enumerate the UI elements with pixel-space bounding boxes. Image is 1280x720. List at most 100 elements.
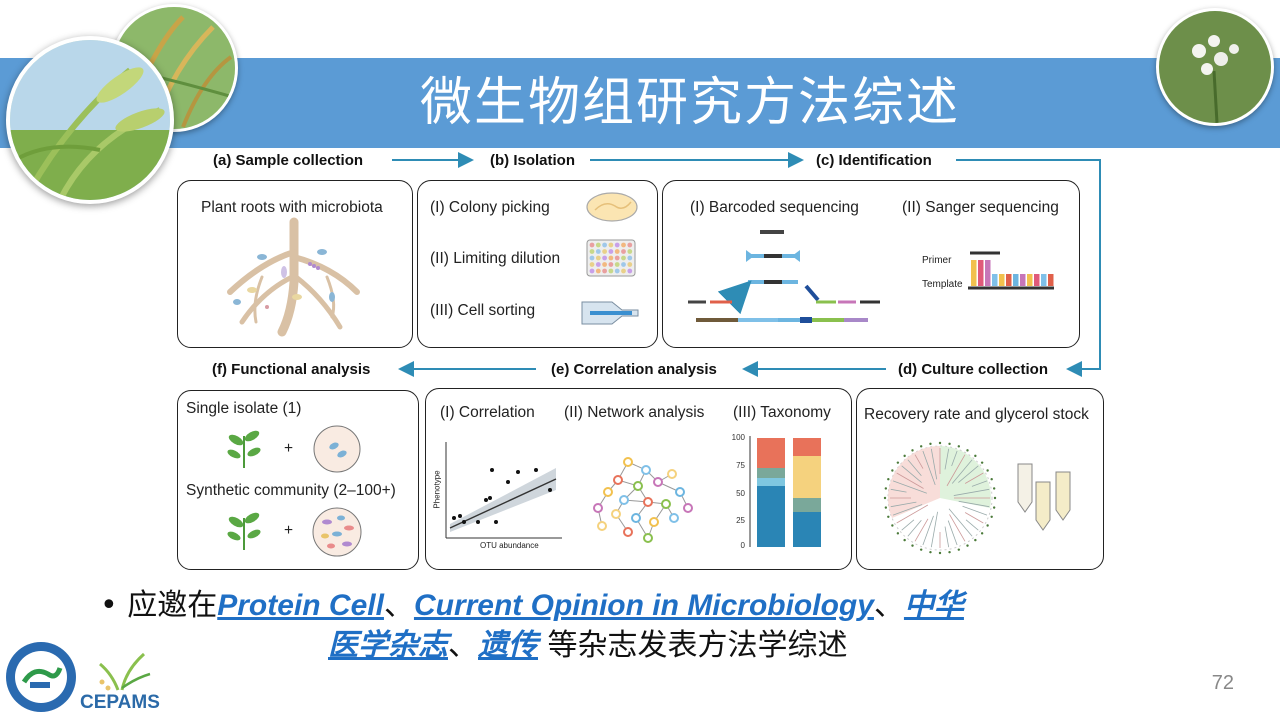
well <box>595 268 601 274</box>
tree-tip <box>980 461 984 464</box>
tick-0: 0 <box>740 541 745 550</box>
network-node <box>653 477 663 487</box>
tree-tip <box>887 515 890 519</box>
network-node <box>633 481 643 491</box>
tree-tip <box>980 532 984 535</box>
tree-tip <box>896 461 900 464</box>
sanger-sequencing-label: (II) Sanger sequencing <box>902 199 1059 216</box>
slide-title: 微生物组研究方法综述 <box>419 73 960 133</box>
synthetic-community-dish-icon <box>312 507 362 557</box>
journal-link-protein-cell[interactable]: Protein Cell <box>217 589 384 622</box>
bar1-seg4 <box>757 486 785 547</box>
journal-link-zhonghua-part2[interactable]: 医学杂志 <box>328 628 448 663</box>
tree-branch <box>930 448 938 480</box>
bar2-seg3 <box>793 498 821 512</box>
network-node <box>619 495 629 505</box>
sanger-sequencing-diagram <box>968 251 1054 290</box>
network-node <box>603 487 613 497</box>
tree-tip <box>986 469 989 472</box>
scatter-point <box>506 480 510 484</box>
sanger-bar <box>1041 274 1047 286</box>
sanger-bar <box>1048 274 1054 286</box>
well <box>621 268 626 274</box>
step-a-title: (a) Sample collection <box>213 152 364 169</box>
tree-tip <box>911 449 914 452</box>
tree-branch <box>965 519 979 531</box>
network-node <box>643 497 653 507</box>
plus-sign-2: + <box>284 522 294 539</box>
cell-sorter-icon <box>581 301 639 325</box>
well <box>602 242 607 248</box>
barcoded-sequencing-label: (I) Barcoded sequencing <box>690 199 859 216</box>
well <box>608 249 614 254</box>
tick-100: 100 <box>731 433 745 442</box>
single-isolate-dish-icon <box>313 425 361 473</box>
step-e-title: (e) Correlation analysis <box>551 361 717 378</box>
panel-sample-collection <box>177 180 413 348</box>
tree-branch <box>958 500 990 508</box>
network-node <box>623 457 633 467</box>
well <box>608 268 614 274</box>
well <box>614 242 620 248</box>
tree-tip <box>884 506 888 509</box>
sanger-bar <box>1020 274 1026 286</box>
tree-branch <box>944 526 950 548</box>
sanger-bar <box>1013 274 1019 286</box>
glycerol-stock-tubes-icon <box>1017 463 1071 531</box>
primer-label: Primer <box>922 255 952 266</box>
scatter-point <box>516 470 520 474</box>
tree-branch <box>907 519 922 537</box>
tree-tip <box>929 442 932 446</box>
tree-branch <box>962 505 988 516</box>
isolation-method-3: (III) Cell sorting <box>430 302 536 319</box>
isolation-method-1: (I) Colony picking <box>430 199 550 216</box>
bullet-mark: • <box>100 588 118 623</box>
network-node <box>631 513 641 523</box>
tree-tip <box>974 454 977 458</box>
isolation-method-2: (II) Limiting dilution <box>430 250 561 267</box>
network-node <box>661 499 671 509</box>
page-number: 72 <box>1211 672 1234 694</box>
flower-photo <box>1156 8 1274 126</box>
journal-link-current-opinion[interactable]: Current Opinion in Microbiology <box>413 589 874 622</box>
tree-branch <box>944 448 950 470</box>
taxonomy-label: (III) Taxonomy <box>733 404 831 421</box>
network-node <box>613 475 623 485</box>
network-node <box>611 509 621 519</box>
tree-branch <box>947 520 958 546</box>
correlation-scatter-plot <box>445 442 562 539</box>
tree-branch <box>914 454 924 469</box>
scatter-point <box>484 498 488 502</box>
network-node <box>623 527 633 537</box>
well <box>595 242 601 248</box>
sanger-bar <box>999 274 1005 286</box>
scatter-point <box>548 488 552 492</box>
sanger-bar <box>971 260 977 286</box>
well <box>602 249 607 254</box>
tick-75: 75 <box>736 461 745 470</box>
tick-50: 50 <box>736 489 745 498</box>
tree-branch <box>890 488 907 493</box>
well <box>602 255 607 261</box>
journal-link-zhonghua-part1[interactable]: 中华 <box>903 588 964 623</box>
tick-25: 25 <box>736 516 745 525</box>
bullet-prefix: 应邀在 <box>127 588 218 623</box>
seedling-icon-2 <box>227 512 261 550</box>
tree-tip <box>903 538 906 542</box>
well <box>595 249 601 254</box>
well <box>614 249 620 254</box>
network-node <box>667 469 677 479</box>
well <box>621 255 626 261</box>
tree-tip <box>966 544 969 547</box>
journal-link-yichuan[interactable]: 遗传 <box>478 628 538 663</box>
tree-tip <box>919 445 923 448</box>
well <box>608 262 614 267</box>
tree-tip <box>957 445 961 448</box>
network-node <box>675 487 685 497</box>
step-d-title: (d) Culture collection <box>898 361 1048 378</box>
tree-branch <box>951 459 973 484</box>
well <box>614 268 620 274</box>
well <box>595 255 601 261</box>
tree-tip <box>948 442 951 446</box>
seedling-icon-1 <box>227 430 261 468</box>
